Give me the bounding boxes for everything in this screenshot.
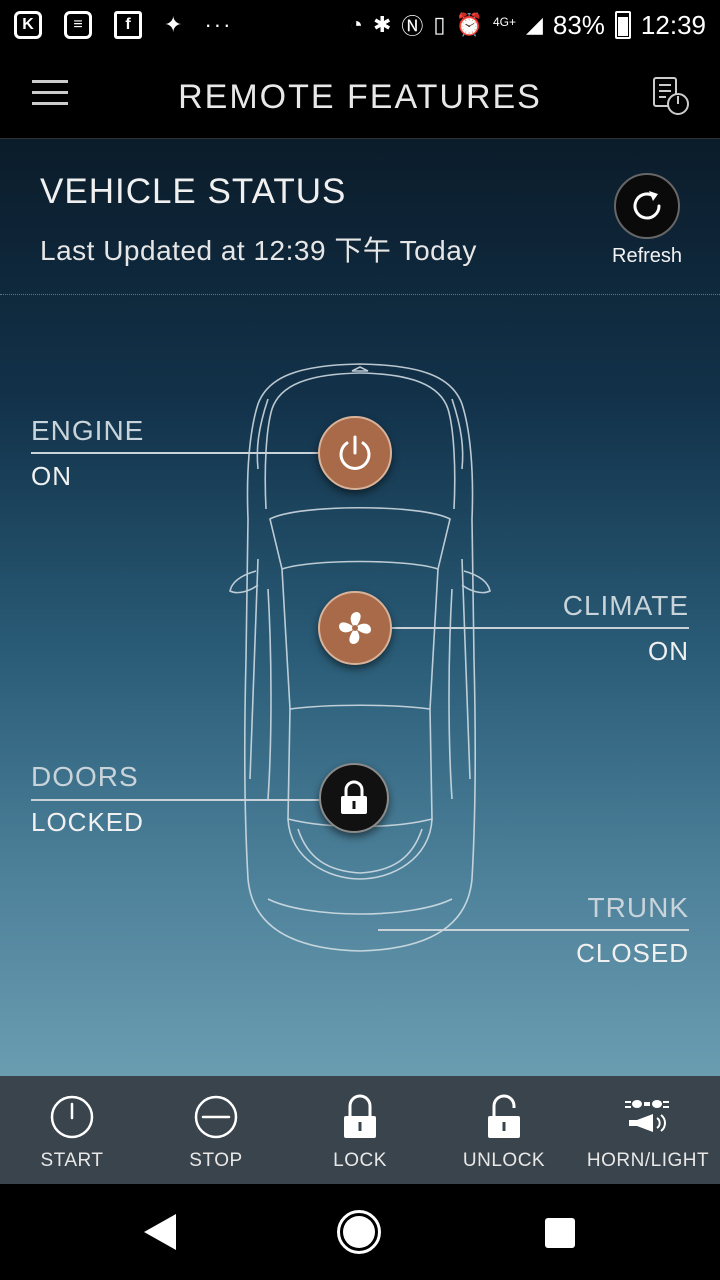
notification-icons: K ≡ f ✦ ··· (14, 11, 232, 39)
refresh-label: Refresh (612, 245, 683, 267)
doors-value: LOCKED (31, 807, 144, 837)
engine-value: ON (31, 461, 72, 491)
back-button[interactable] (142, 1212, 178, 1257)
climate-status-badge (318, 591, 392, 665)
lock-button[interactable]: LOCK (288, 1076, 432, 1184)
engine-label: ENGINE (31, 415, 145, 446)
home-button[interactable] (337, 1210, 381, 1254)
lock-icon (335, 1092, 385, 1142)
nfc-icon: Ⓝ (401, 14, 424, 39)
remote-actions-toolbar: START STOP LOCK UNLOCK (0, 1076, 720, 1184)
menu-line (32, 91, 68, 94)
vehicle-status-panel: VEHICLE STATUS Last Updated at 12:39 下午 … (0, 139, 720, 1076)
menu-button[interactable] (32, 80, 68, 108)
last-updated-text: Last Updated at 12:39 下午 Today (40, 235, 477, 266)
recents-button[interactable] (545, 1218, 575, 1248)
unlock-label: UNLOCK (462, 1150, 546, 1171)
divider (0, 294, 720, 295)
start-button[interactable]: START (0, 1076, 144, 1184)
unlock-button[interactable]: UNLOCK (432, 1076, 576, 1184)
k-app-icon: K (14, 11, 42, 39)
trunk-label: TRUNK (587, 892, 689, 923)
facebook-icon: f (114, 11, 142, 39)
system-indicators: ◔ ✱ Ⓝ ▯ ⏰ 4G+ ◢ 83% 12:39 (350, 9, 706, 41)
page-title: REMOTE FEATURES (178, 78, 542, 116)
engine-status-badge (318, 416, 392, 490)
news-icon: ≡ (64, 11, 92, 39)
vibrate-icon: ▯ (433, 12, 446, 37)
wifi-icon: ◔ (349, 12, 363, 37)
battery-icon (614, 11, 631, 39)
history-icon (653, 77, 689, 115)
android-debug-icon: ✦ (164, 12, 183, 37)
refresh-icon (633, 191, 661, 220)
climate-label: CLIMATE (562, 590, 689, 621)
horn-light-button[interactable]: HORN/LIGHT (576, 1076, 720, 1184)
refresh-button[interactable]: Refresh (612, 173, 682, 268)
signal-icon: ◢ (525, 12, 543, 37)
stop-button[interactable]: STOP (144, 1076, 288, 1184)
unlock-icon (479, 1092, 529, 1142)
clock: 12:39 (640, 9, 706, 40)
network-type: 4G+ (492, 15, 516, 29)
horn-light-icon (623, 1092, 673, 1142)
alarm-icon: ⏰ (455, 12, 483, 37)
menu-line (32, 102, 68, 105)
power-icon (339, 435, 371, 470)
menu-line (32, 80, 68, 83)
horn-light-label: HORN/LIGHT (586, 1150, 710, 1171)
doors-status-badge (319, 763, 389, 833)
lock-icon (341, 780, 367, 814)
status-bar: K ≡ f ✦ ··· ◔ ✱ Ⓝ ▯ ⏰ 4G+ ◢ 83% 12:39 (0, 0, 720, 50)
history-button[interactable] (652, 76, 690, 116)
app-bar: REMOTE FEATURES (0, 50, 720, 139)
stop-label: STOP (189, 1150, 243, 1171)
lock-label: LOCK (333, 1150, 387, 1171)
refresh-circle (614, 173, 680, 239)
engine-line (31, 452, 321, 454)
system-nav-bar (0, 1184, 720, 1280)
bluetooth-icon: ✱ (372, 12, 392, 37)
back-icon (144, 1214, 176, 1250)
doors-line (31, 799, 323, 801)
vehicle-status-title: VEHICLE STATUS (40, 172, 347, 211)
battery-percent: 83% (552, 9, 605, 40)
stop-icon (191, 1092, 241, 1142)
power-icon (47, 1092, 97, 1142)
trunk-line (378, 929, 689, 931)
fan-icon (339, 612, 371, 644)
trunk-value: CLOSED (576, 938, 689, 968)
car-illustration (229, 363, 491, 952)
doors-label: DOORS (31, 761, 139, 792)
overflow-indicator: ··· (204, 12, 233, 37)
start-label: START (40, 1150, 104, 1171)
climate-line (390, 627, 689, 629)
climate-value: ON (648, 636, 689, 666)
